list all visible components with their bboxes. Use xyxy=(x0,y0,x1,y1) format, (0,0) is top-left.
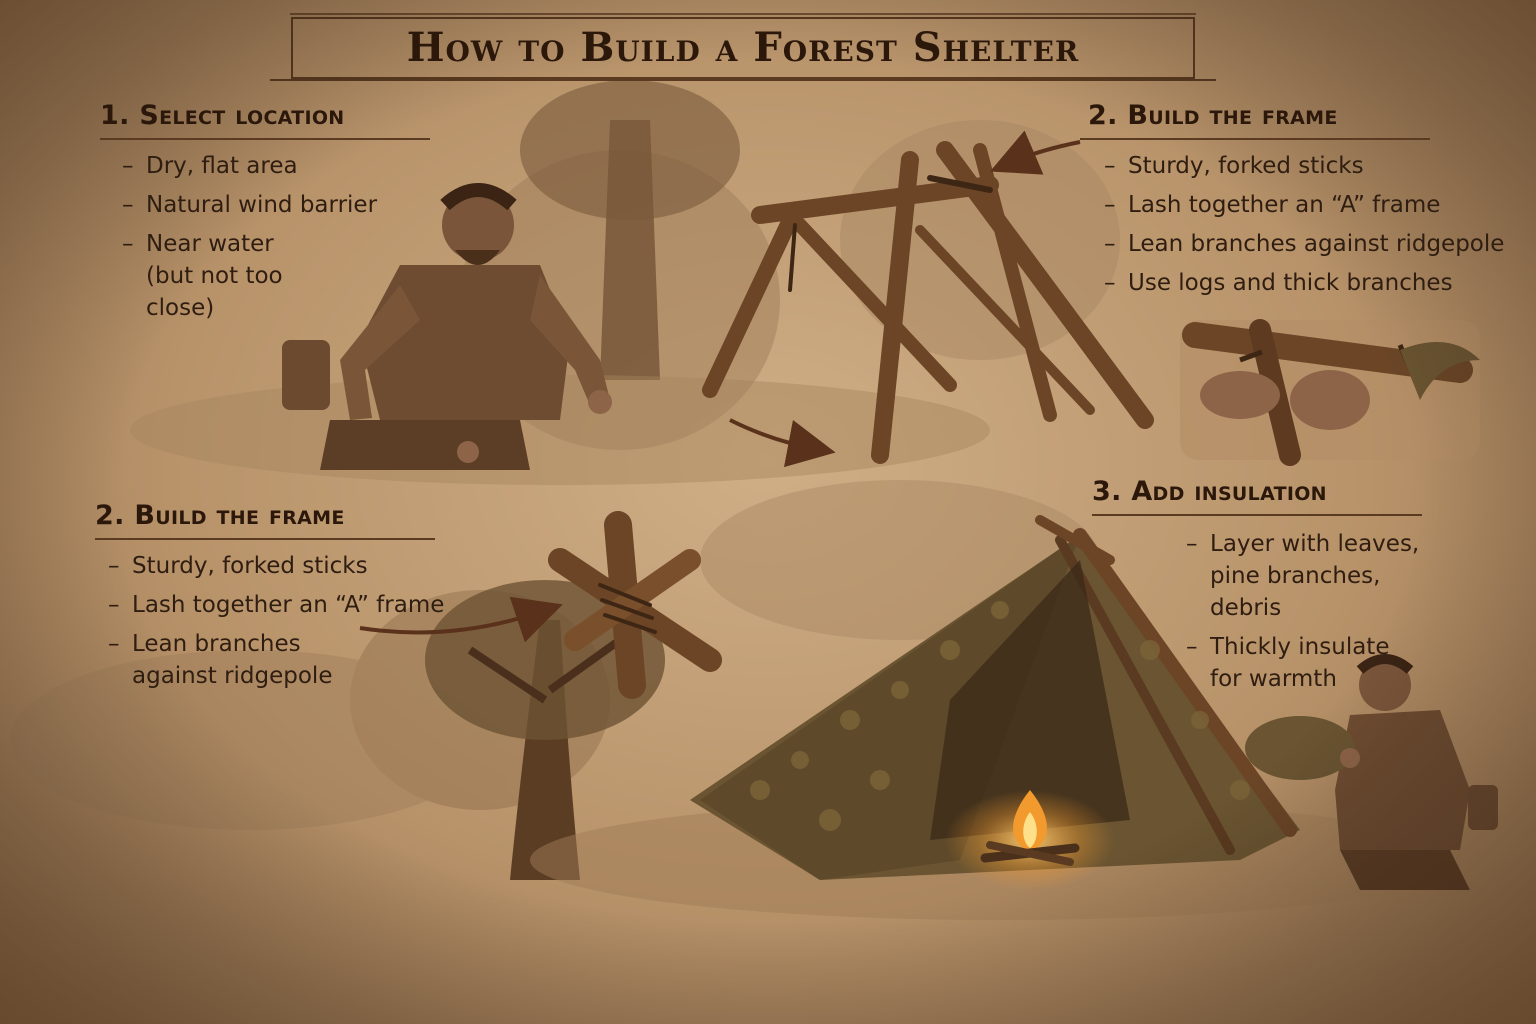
list-item: Lean branches against ridgepole xyxy=(108,628,352,692)
divider xyxy=(95,538,435,540)
section-heading: 1. Select location xyxy=(100,100,345,131)
page-title: How to Build a Forest Shelter xyxy=(406,23,1080,71)
divider xyxy=(100,138,430,140)
list-item: Sturdy, forked sticks xyxy=(108,550,444,582)
list-item: Lash together an “A” frame xyxy=(108,589,444,621)
title-banner: How to Build a Forest Shelter xyxy=(290,14,1196,80)
list-item: Lean branches against ridgepole xyxy=(1104,228,1504,260)
section-list: Sturdy, forked sticks Lash together an “… xyxy=(1104,150,1504,306)
list-item: Near water (but not too close) xyxy=(122,228,286,324)
section-heading: 3. Add insulation xyxy=(1092,476,1327,507)
divider xyxy=(1080,138,1430,140)
section-heading: 2. Build the frame xyxy=(95,500,345,531)
list-item: Layer with leaves, pine branches, debris xyxy=(1186,528,1450,624)
list-item: Natural wind barrier xyxy=(122,189,377,221)
section-list: Sturdy, forked sticks Lash together an “… xyxy=(108,550,444,699)
section-heading: 2. Build the frame xyxy=(1088,100,1338,131)
list-item: Lash together an “A” frame xyxy=(1104,189,1504,221)
divider xyxy=(1092,514,1422,516)
section-list: Dry, flat area Natural wind barrier Near… xyxy=(122,150,377,331)
list-item: Use logs and thick branches xyxy=(1104,267,1504,299)
list-item: Thickly insulate for warmth xyxy=(1186,631,1410,695)
section-list: Layer with leaves, pine branches, debris… xyxy=(1186,528,1450,702)
list-item: Sturdy, forked sticks xyxy=(1104,150,1504,182)
list-item: Dry, flat area xyxy=(122,150,377,182)
